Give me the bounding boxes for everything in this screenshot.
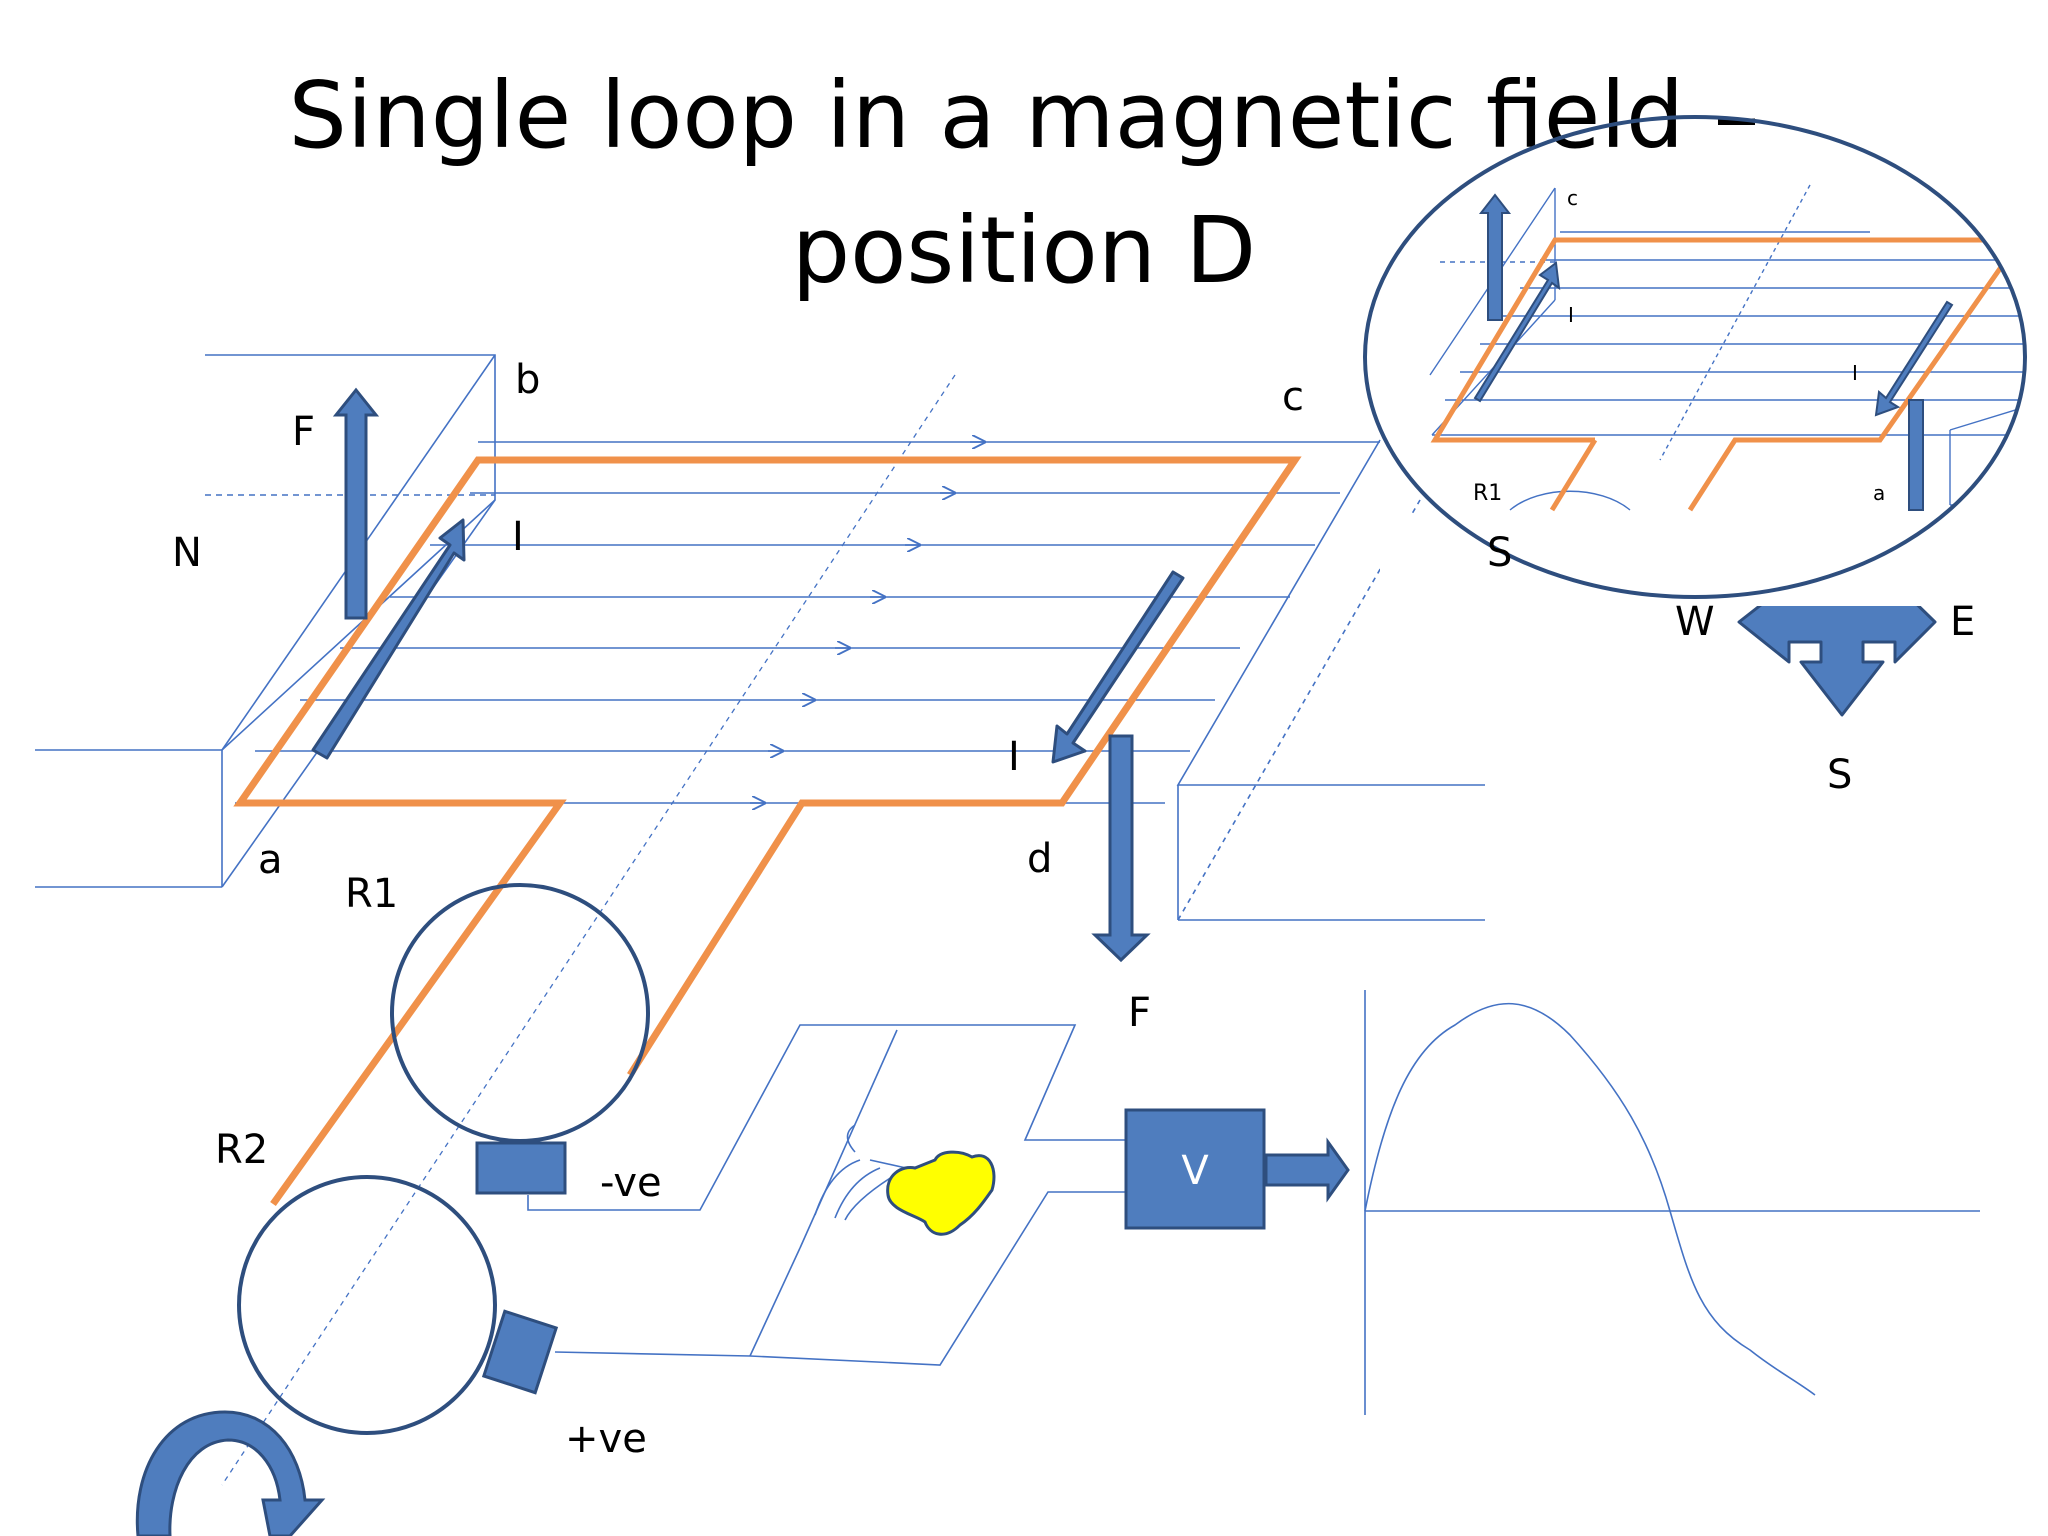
label-current-right: I: [1008, 734, 1020, 780]
coil-loop: [233, 456, 1302, 1207]
label-south-pole: S: [1487, 530, 1512, 576]
brush-positive: [481, 1309, 559, 1395]
inset-current-left: I: [1568, 303, 1574, 327]
label-corner-d: d: [1027, 836, 1052, 882]
label-ring-r1: R1: [345, 871, 398, 917]
south-pole-magnet: [1176, 439, 1485, 921]
light-bulb-icon: [886, 1150, 996, 1236]
label-north-pole: N: [172, 530, 202, 576]
voltmeter-label: V: [1181, 1148, 1209, 1194]
label-current-left: I: [512, 514, 524, 560]
slide-title-line-2: position D: [791, 197, 1257, 304]
inset-corner-c: c: [1567, 186, 1578, 210]
label-brush-negative: -ve: [600, 1160, 662, 1206]
label-corner-c: c: [1282, 374, 1304, 420]
label-corner-a: a: [258, 837, 283, 883]
label-brush-positive: +ve: [565, 1416, 647, 1462]
north-pole-magnet: [35, 354, 496, 888]
curved-arrow-icon: [135, 1410, 326, 1536]
inset-corner-b: b: [2010, 193, 2024, 218]
current-arrow-right: [1051, 570, 1185, 764]
inset-ring-r1: R1: [1473, 481, 1502, 506]
output-waveform: [1364, 1002, 1816, 1396]
force-arrow-up: [332, 387, 380, 620]
label-force-bottom: F: [1128, 990, 1151, 1036]
inset-magnified-view: c b a I I R1: [1429, 184, 2025, 512]
rotation-axis: [221, 374, 956, 1486]
voltmeter-box: [1124, 1108, 1266, 1230]
slide-title-line-1: Single loop in a magnetic field –: [288, 62, 1760, 169]
slip-ring-r2: [237, 1175, 497, 1435]
inset-current-right: I: [1852, 361, 1858, 385]
compass-east: E: [1950, 599, 1975, 645]
brush-negative: [475, 1141, 567, 1195]
current-arrow-left: [311, 518, 466, 760]
label-ring-r2: R2: [215, 1127, 268, 1173]
compass-south: S: [1827, 752, 1852, 798]
slip-ring-r1: [390, 883, 650, 1143]
circuit-wires: [527, 1024, 1128, 1366]
force-arrow-down: [1091, 734, 1151, 963]
compass-west: W: [1675, 599, 1715, 645]
voltmeter-output-arrow: [1264, 1137, 1350, 1203]
inset-corner-a: a: [1873, 481, 1885, 505]
inset-magnifier-outline: [1363, 115, 2027, 599]
output-graph: [1364, 990, 1980, 1415]
label-corner-b: b: [515, 357, 540, 403]
label-force-top: F: [292, 409, 315, 455]
